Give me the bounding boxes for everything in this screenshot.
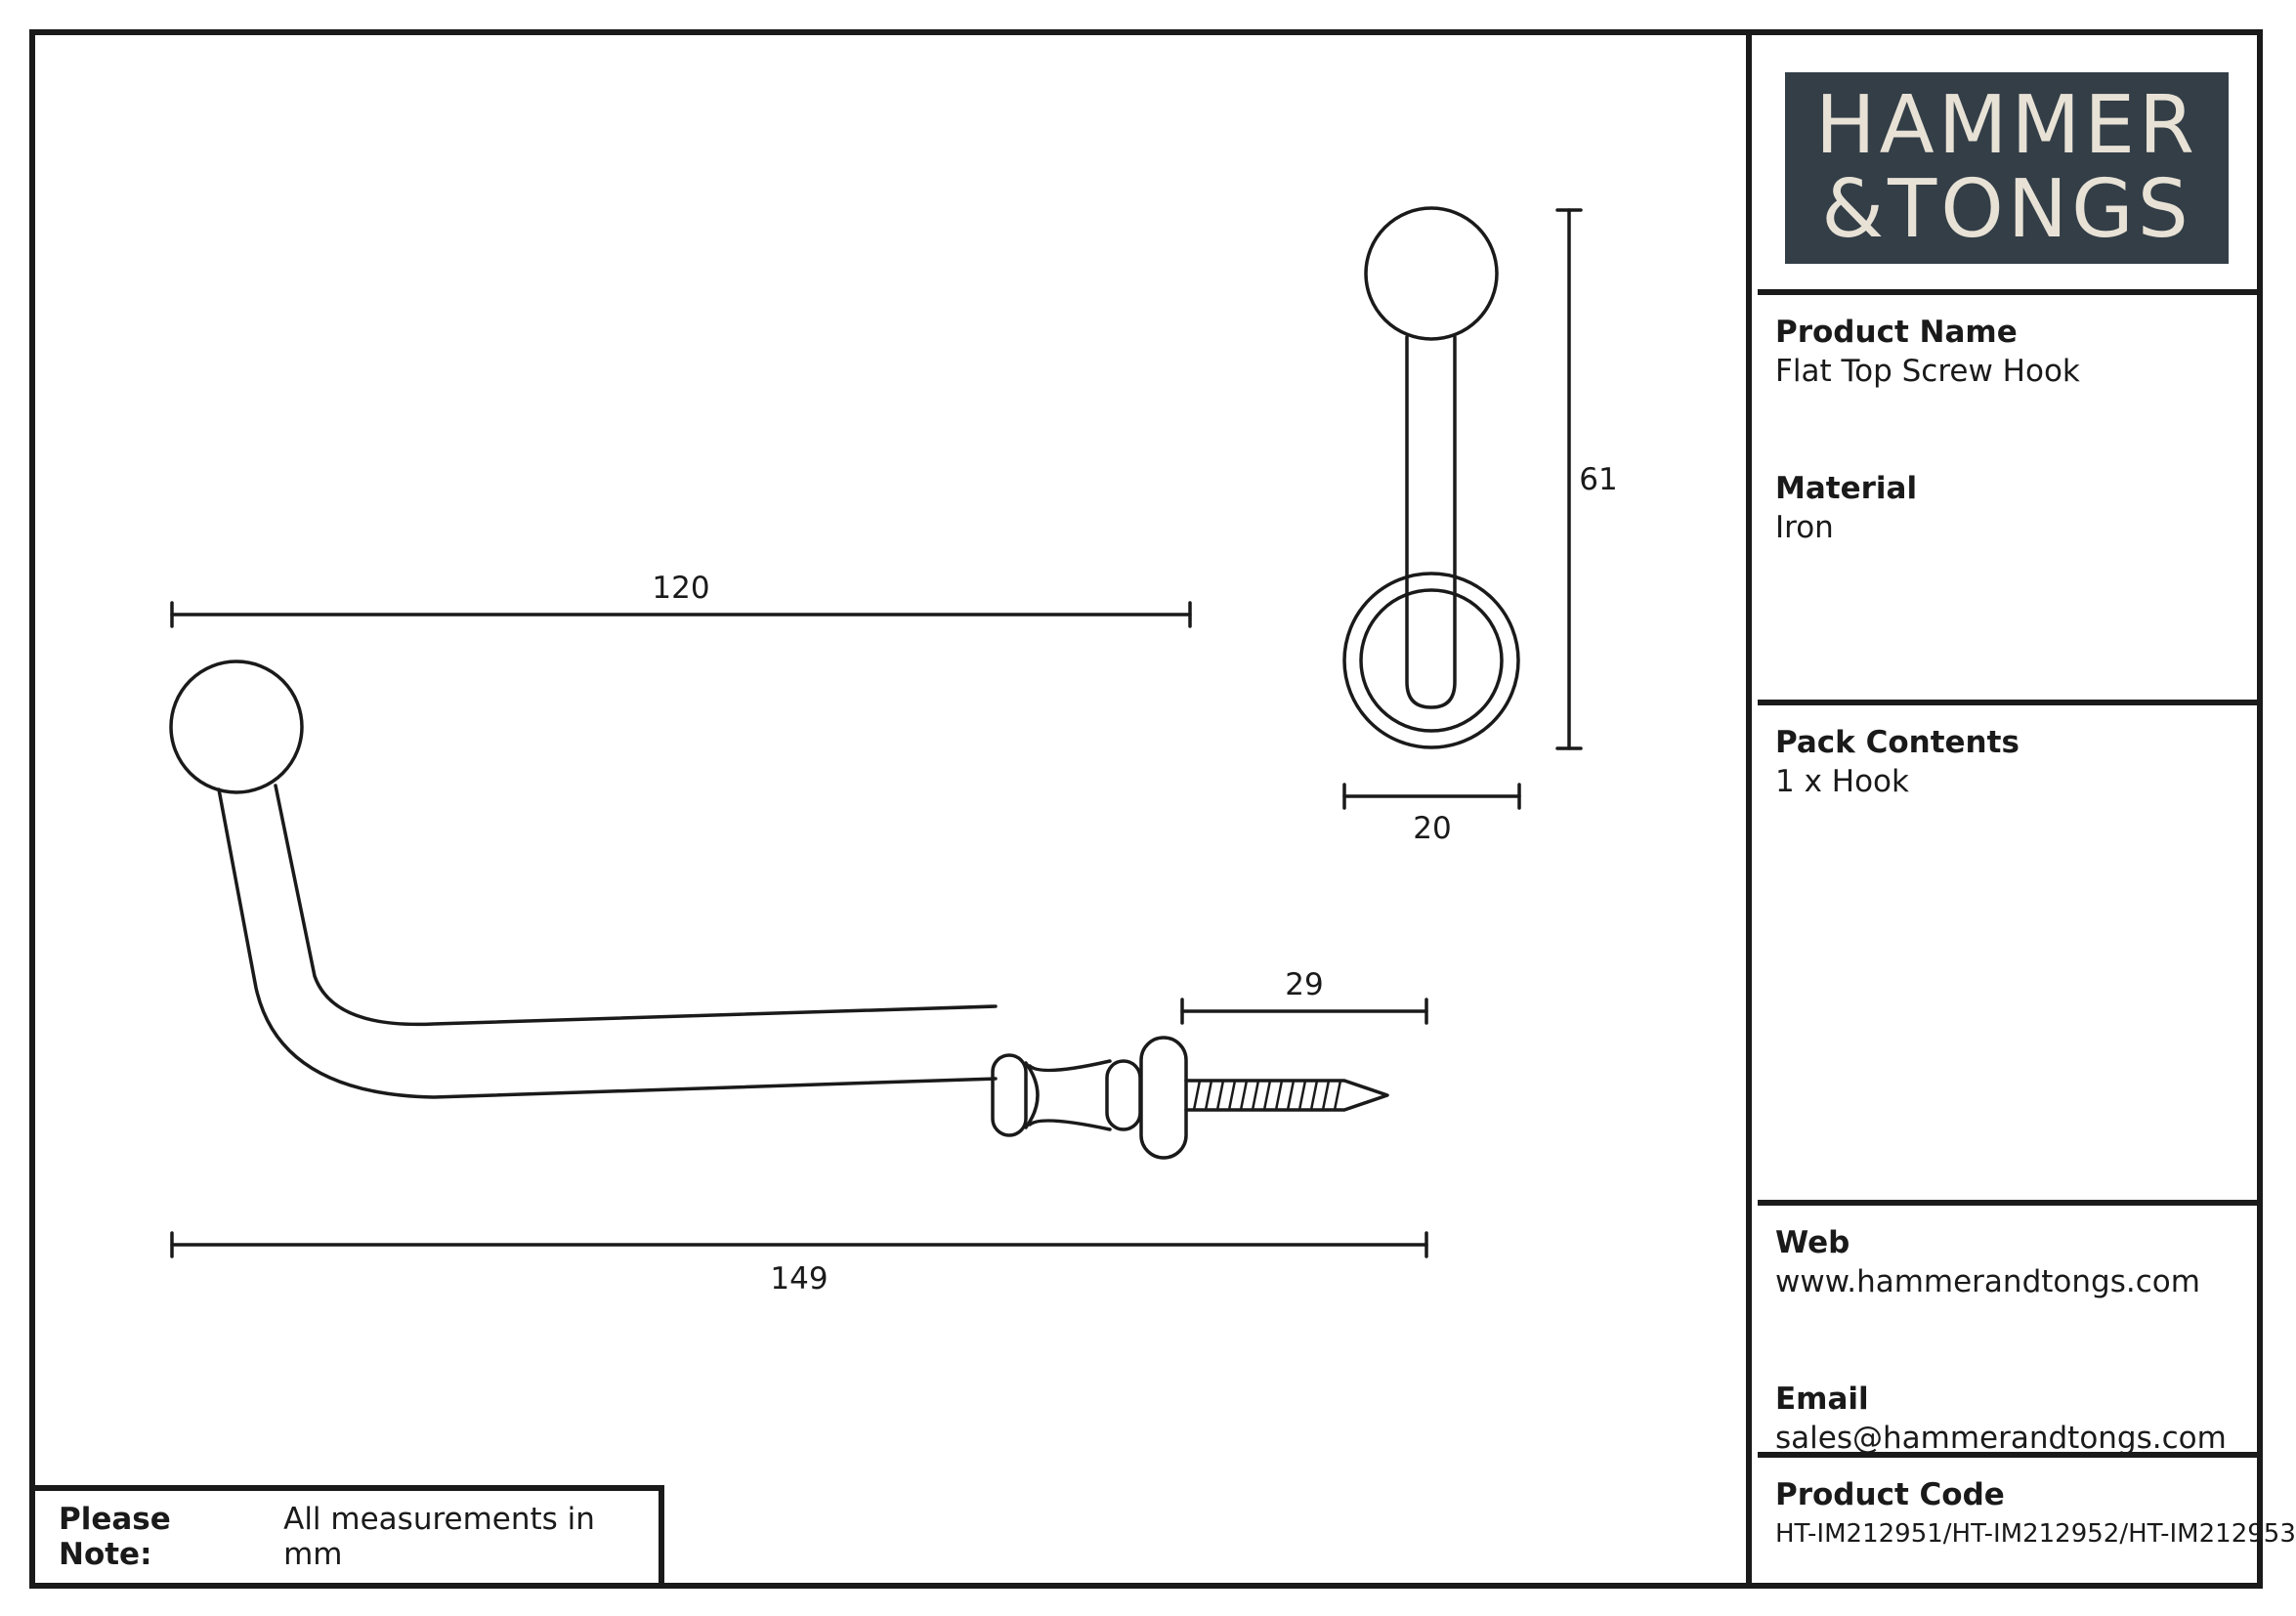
technical-drawing: 120 149 29 61 20 [35, 35, 1746, 1583]
product-code-label: Product Code [1775, 1477, 2005, 1512]
product-code-panel: Product Code HT-IM212951/HT-IM212952/HT-… [1758, 1458, 2296, 1583]
pack-contents-label: Pack Contents [1775, 725, 2020, 760]
logo-panel: HAMMER &TONGS [1758, 35, 2257, 295]
pack-contents-value: 1 x Hook [1775, 764, 1909, 799]
logo-line-2: &TONGS [1821, 163, 2192, 256]
brand-logo: HAMMER &TONGS [1785, 72, 2229, 264]
material-value: Iron [1775, 510, 1834, 545]
dim-height: 61 [1579, 462, 1617, 497]
dim-width: 20 [1413, 811, 1451, 846]
dim-top-length: 120 [652, 571, 709, 606]
dim-screw-length: 29 [1285, 967, 1323, 1002]
web-link[interactable]: www.hammerandtongs.com [1775, 1264, 2200, 1299]
dim-total-length: 149 [770, 1261, 828, 1297]
web-label: Web [1775, 1225, 1850, 1260]
hook-side-view [169, 659, 1389, 1160]
product-name-value: Flat Top Screw Hook [1775, 354, 2080, 389]
note-text: All measurements in mm [283, 1502, 595, 1572]
title-block: HAMMER &TONGS Product Name Flat Top Scre… [1746, 35, 2296, 1583]
hook-front-view [1342, 206, 1520, 749]
material-label: Material [1775, 471, 1918, 506]
note-label: Please Note: [59, 1502, 171, 1572]
dimension-lines [170, 208, 1583, 1258]
pack-contents-panel: Pack Contents 1 x Hook [1758, 705, 2257, 1206]
drawing-frame [29, 29, 2263, 1589]
product-info-panel: Product Name Flat Top Screw Hook Materia… [1758, 295, 2257, 705]
product-code-value: HT-IM212951/HT-IM212952/HT-IM212953 [1775, 1519, 2296, 1549]
product-name-label: Product Name [1775, 315, 2018, 350]
email-label: Email [1775, 1382, 1869, 1417]
measurement-note: Please Note: All measurements in mm [35, 1485, 664, 1583]
logo-line-1: HAMMER [1814, 79, 2199, 172]
contact-panel: Web www.hammerandtongs.com Email sales@h… [1758, 1206, 2257, 1458]
email-link[interactable]: sales@hammerandtongs.com [1775, 1421, 2227, 1456]
